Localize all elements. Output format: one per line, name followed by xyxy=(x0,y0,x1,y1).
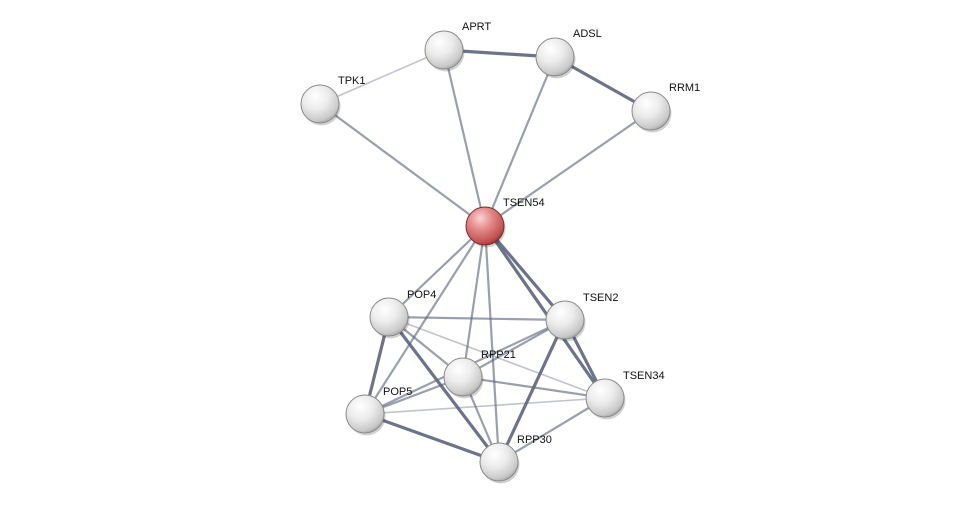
edge-pop5-tsen34[interactable] xyxy=(364,397,606,415)
edge-rpp30-tsen34[interactable] xyxy=(497,396,607,464)
node-pop5[interactable]: POP5 xyxy=(345,386,412,436)
edge-tsen54-tsen2[interactable] xyxy=(483,224,567,322)
edge-tsen54-rpp21[interactable] xyxy=(461,224,487,379)
edge-tpk1-aprt[interactable] xyxy=(319,49,445,105)
edge-pop4-rpp30[interactable] xyxy=(387,315,501,464)
protein-sphere[interactable] xyxy=(545,300,585,340)
edge-adsl-tsen54[interactable] xyxy=(483,55,557,228)
protein-sphere[interactable] xyxy=(535,37,575,77)
protein-sphere[interactable] xyxy=(479,442,519,482)
node-label-rpp30: RPP30 xyxy=(517,434,552,446)
node-label-rpp21: RPP21 xyxy=(481,349,516,361)
node-label-tsen34: TSEN34 xyxy=(623,370,665,382)
edge-pop4-tsen2[interactable] xyxy=(387,315,567,322)
protein-sphere[interactable] xyxy=(345,394,385,434)
node-label-pop5: POP5 xyxy=(383,386,412,398)
node-adsl[interactable]: ADSL xyxy=(535,28,602,79)
protein-sphere[interactable] xyxy=(585,378,625,418)
edge-tsen54-pop5[interactable] xyxy=(363,224,487,416)
node-tsen54[interactable]: TSEN54 xyxy=(465,197,545,248)
protein-sphere[interactable] xyxy=(424,30,464,70)
node-label-tsen2: TSEN2 xyxy=(583,292,618,304)
node-rpp30[interactable]: RPP30 xyxy=(479,434,552,484)
node-label-adsl: ADSL xyxy=(573,28,602,40)
node-tpk1[interactable]: TPK1 xyxy=(300,75,366,126)
edge-aprt-tsen54[interactable] xyxy=(442,48,487,228)
edge-tpk1-tsen54[interactable] xyxy=(318,102,487,228)
edge-tsen54-tsen34[interactable] xyxy=(483,224,607,400)
edge-rrm1-tsen54[interactable] xyxy=(483,109,653,228)
node-tsen2[interactable]: TSEN2 xyxy=(545,292,618,342)
edge-rpp30-tsen2[interactable] xyxy=(497,318,567,464)
protein-sphere[interactable] xyxy=(443,357,483,397)
protein-sphere[interactable] xyxy=(631,91,671,131)
node-tsen34[interactable]: TSEN34 xyxy=(585,370,665,420)
edge-tsen54-pop4[interactable] xyxy=(387,224,487,319)
protein-sphere[interactable] xyxy=(369,297,409,337)
edge-tsen54-rpp30[interactable] xyxy=(483,224,501,464)
edge-pop5-rpp30[interactable] xyxy=(363,412,501,464)
node-label-rrm1: RRM1 xyxy=(669,82,700,94)
node-label-aprt: APRT xyxy=(462,21,491,33)
node-aprt[interactable]: APRT xyxy=(424,21,491,72)
node-rpp21[interactable]: RPP21 xyxy=(443,349,516,399)
protein-sphere[interactable] xyxy=(300,84,340,124)
node-label-tpk1: TPK1 xyxy=(338,75,366,87)
node-label-tsen54: TSEN54 xyxy=(503,197,545,209)
node-rrm1[interactable]: RRM1 xyxy=(631,82,700,133)
node-label-pop4: POP4 xyxy=(407,289,436,301)
node-pop4[interactable]: POP4 xyxy=(369,289,436,339)
query-protein-sphere[interactable] xyxy=(465,206,505,246)
